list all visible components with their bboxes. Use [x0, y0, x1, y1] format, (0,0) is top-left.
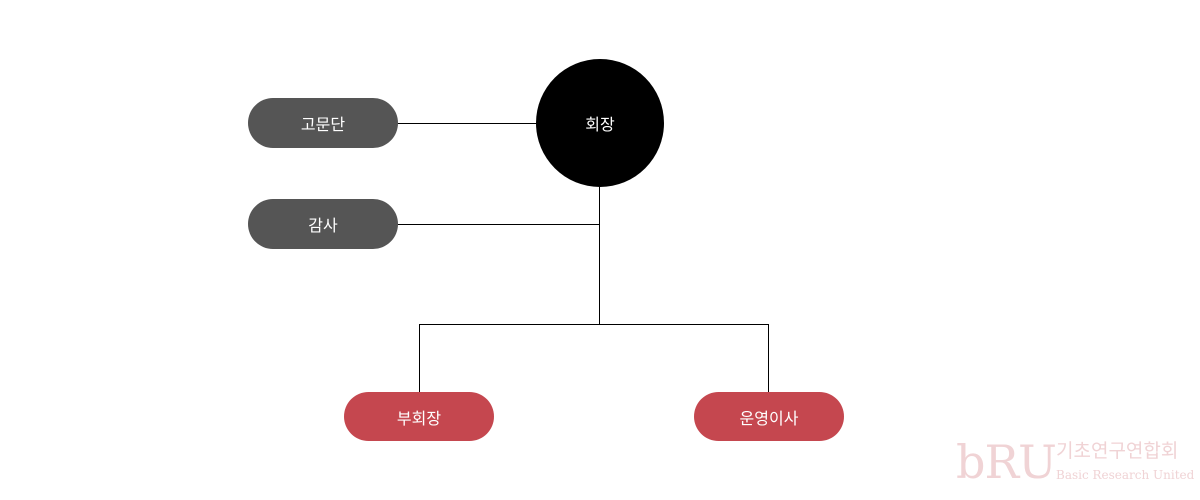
connector-branch-left [419, 324, 420, 393]
watermark-mark: bRU [956, 435, 1057, 489]
watermark-logo: bRU 기초연구연합회 Basic Research United [956, 438, 1196, 490]
connector-branch-right [768, 324, 769, 393]
advisory-board-label: 고문단 [300, 115, 346, 134]
watermark-english-name: Basic Research United [1056, 468, 1195, 482]
connector-branch-horizontal [419, 324, 769, 325]
connector-chairman-trunk [599, 187, 600, 325]
connector-advisory-to-chairman [397, 123, 537, 124]
vice-chairman-node: 부회장 [344, 392, 494, 441]
connector-auditor-to-trunk [397, 224, 600, 225]
operating-director-label: 운영이사 [739, 408, 799, 428]
chairman-node: 회장 [536, 59, 664, 187]
watermark-korean-name: 기초연구연합회 [1056, 440, 1179, 462]
advisory-board-node: 고문단 [248, 98, 398, 148]
operating-director-node: 운영이사 [694, 392, 844, 441]
auditor-node: 감사 [248, 199, 398, 249]
auditor-label: 감사 [308, 216, 338, 235]
chairman-label: 회장 [585, 115, 615, 134]
vice-chairman-label: 부회장 [396, 408, 442, 428]
